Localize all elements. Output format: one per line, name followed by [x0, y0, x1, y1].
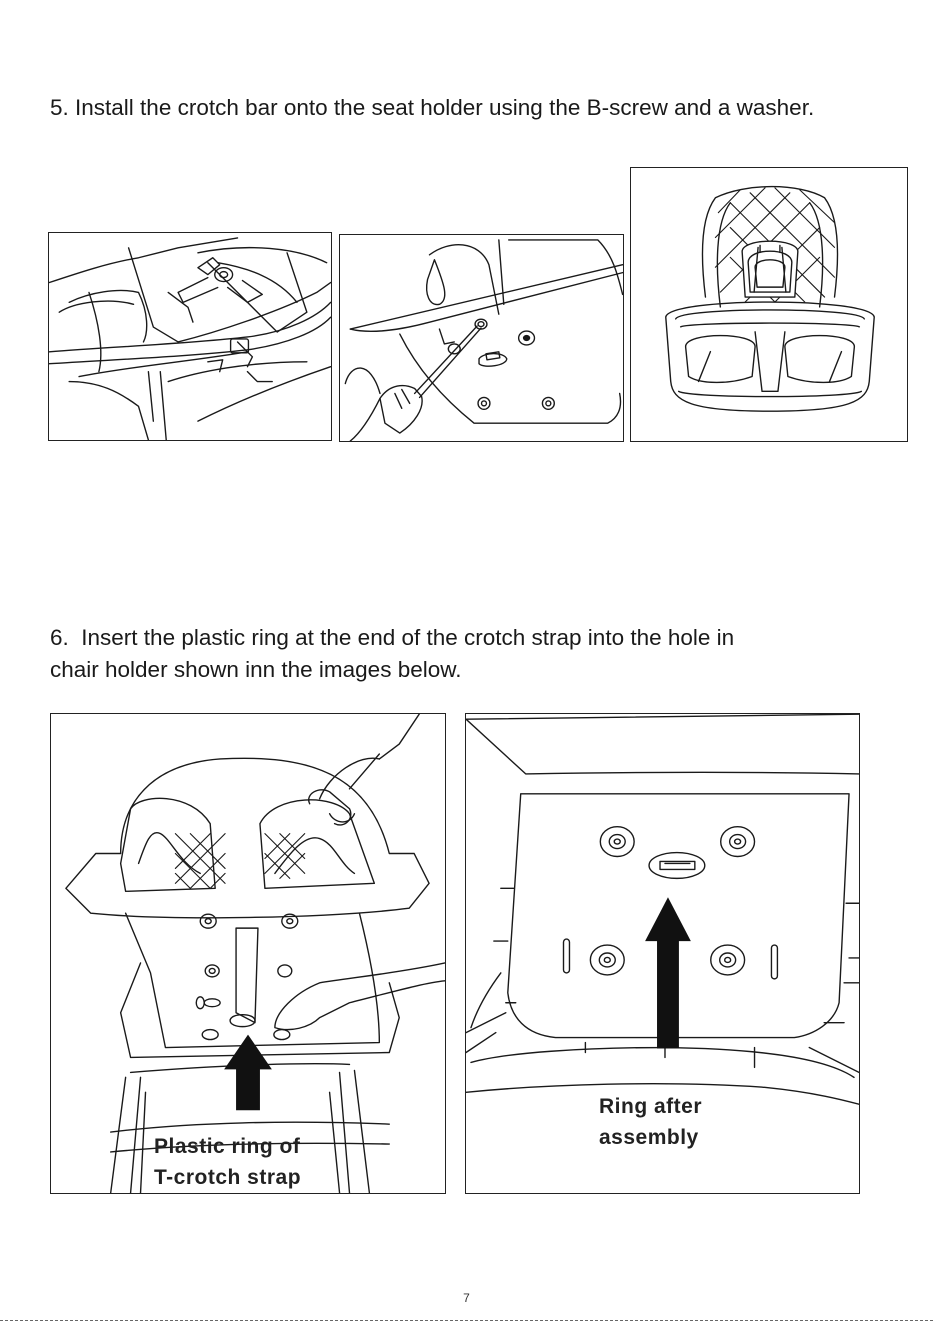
step-6-text-line2: chair holder shown inn the images below.	[50, 657, 462, 682]
bottom-divider	[0, 1320, 933, 1321]
step-5-number: 5.	[50, 95, 69, 120]
callout-ring-after-line2: assembly	[599, 1126, 699, 1149]
callout-ring-after-line1: Ring after	[599, 1095, 702, 1118]
callout-plastic-ring-line2: T-crotch strap	[154, 1166, 301, 1189]
step-6-text-line1: Insert the plastic ring at the end of th…	[81, 625, 734, 650]
callout-plastic-ring-line1: Plastic ring of	[154, 1135, 300, 1158]
figure-insert-plastic-ring	[50, 713, 446, 1194]
page-number: 7	[0, 1291, 933, 1305]
figure-screwdriver-install	[339, 234, 624, 442]
figure-assembled-seat	[630, 167, 908, 442]
step-5-text: Install the crotch bar onto the seat hol…	[75, 95, 814, 120]
figure-crotch-bar-closeup	[48, 232, 332, 441]
step-6-number: 6.	[50, 625, 69, 650]
step-5-instruction: 5. Install the crotch bar onto the seat …	[50, 92, 900, 124]
callout-ring-after-assembly: Ring after assembly	[599, 1091, 702, 1153]
callout-plastic-ring: Plastic ring of T-crotch strap	[154, 1131, 301, 1193]
step-6-instruction: 6. Insert the plastic ring at the end of…	[50, 622, 850, 686]
